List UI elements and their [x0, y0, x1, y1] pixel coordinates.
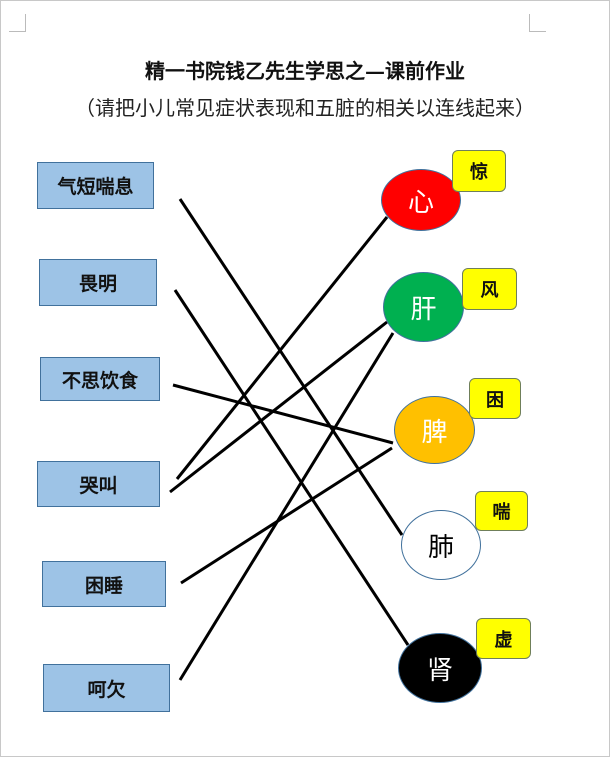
- symptom-box: 不思饮食: [40, 357, 160, 401]
- margin-mark-top-right: [529, 14, 546, 32]
- organ-lung: 肺: [401, 510, 481, 580]
- organ-tag: 风: [462, 268, 517, 310]
- connection-line: [178, 332, 395, 681]
- symptom-box: 哭叫: [37, 461, 160, 507]
- organ-tag: 喘: [475, 491, 528, 531]
- document-title: 精一书院钱乙先生学思之—课前作业: [145, 59, 465, 83]
- organ-tag: 困: [469, 378, 521, 419]
- connection-line: [178, 198, 404, 536]
- organ-heart: 心: [381, 169, 461, 231]
- connection-line: [172, 383, 394, 445]
- organ-liver: 肝: [383, 272, 464, 342]
- connection-line: [173, 289, 410, 646]
- organ-spleen: 脾: [394, 396, 475, 464]
- symptom-box: 畏明: [39, 259, 157, 306]
- symptom-box: 呵欠: [43, 664, 170, 712]
- margin-mark-top-left: [9, 14, 26, 32]
- connection-line: [180, 446, 393, 585]
- symptom-box: 困睡: [42, 561, 166, 607]
- organ-kidney: 肾: [398, 633, 482, 703]
- connection-line: [175, 216, 389, 480]
- organ-tag: 虚: [476, 618, 531, 659]
- symptom-box: 气短喘息: [37, 162, 154, 209]
- document-subtitle: （请把小儿常见症状表现和五脏的相关以连线起来）: [75, 96, 535, 120]
- connection-line: [169, 320, 388, 494]
- organ-tag: 惊: [452, 150, 506, 192]
